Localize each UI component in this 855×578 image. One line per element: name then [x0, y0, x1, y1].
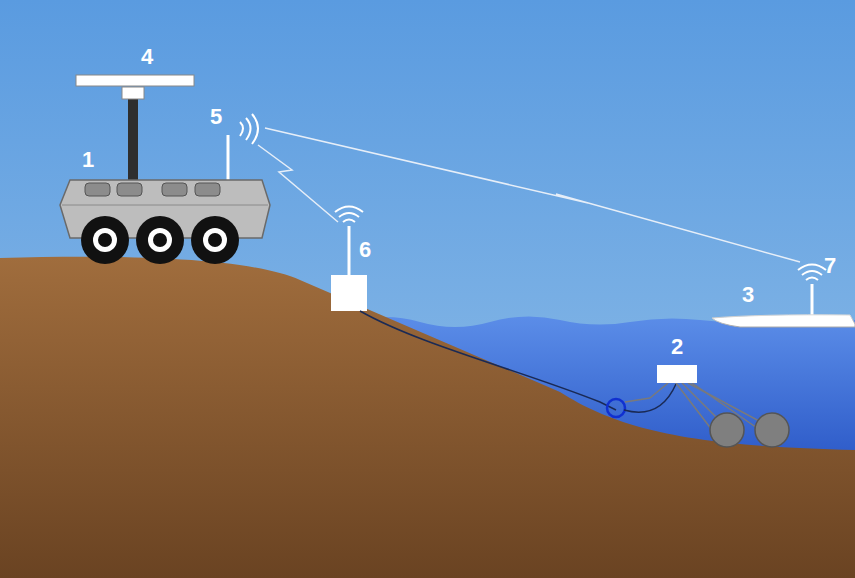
callout-number: 7: [824, 254, 836, 278]
hatch: [85, 183, 110, 196]
radar-antenna: [76, 75, 194, 86]
ground: [0, 257, 855, 578]
callout-number: 4: [141, 45, 153, 69]
boat-antenna: [811, 284, 814, 316]
vehicle-antenna: [227, 135, 230, 183]
callout-number: 5: [210, 105, 222, 129]
signal-waves: [335, 207, 363, 223]
hatch: [195, 183, 220, 196]
signal-waves: [240, 114, 258, 144]
signal-waves: [798, 265, 826, 281]
hatch: [162, 183, 187, 196]
shore-station: [331, 275, 367, 311]
crawler-legs: [625, 383, 772, 430]
boat-hull: [712, 315, 855, 327]
underwater-vehicle: [657, 365, 697, 383]
crawler-wheel: [755, 413, 789, 447]
callout-number: 1: [82, 148, 94, 172]
vehicle-body-line: [62, 205, 268, 206]
cable: [624, 384, 676, 412]
antenna-mount: [122, 87, 144, 99]
callout-number: 6: [359, 238, 371, 262]
cable-reel: [607, 399, 625, 417]
radio-link: [258, 145, 338, 222]
station-antenna: [348, 226, 351, 276]
hatch: [117, 183, 142, 196]
crawler-wheel: [710, 413, 744, 447]
cable: [360, 311, 616, 410]
radio-link: [265, 128, 800, 262]
wheels: [81, 216, 239, 264]
callout-number: 3: [742, 283, 754, 307]
mast: [128, 95, 138, 183]
callout-number: 2: [671, 335, 683, 359]
